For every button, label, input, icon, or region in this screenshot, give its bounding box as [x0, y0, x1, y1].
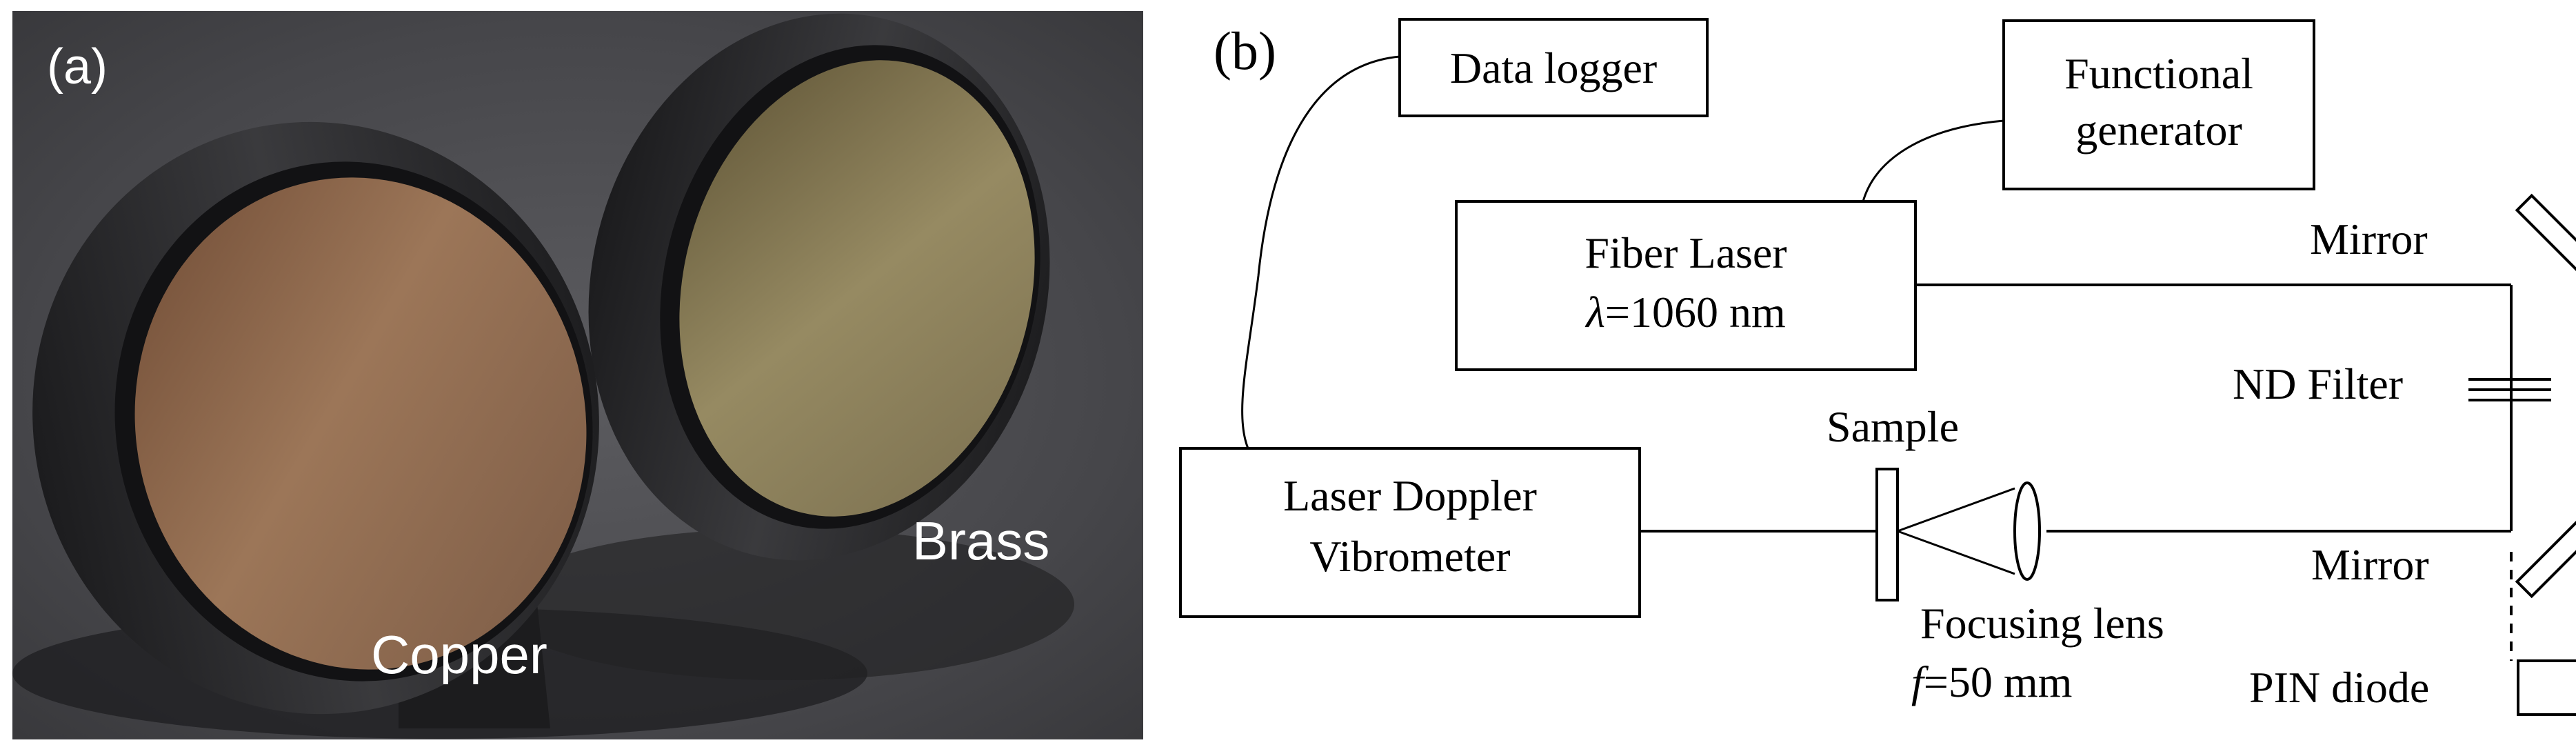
- pin-diode-label: PIN diode: [2249, 663, 2429, 712]
- sample-label: Sample: [1827, 402, 1959, 451]
- vibrometer-label-line1: Laser Doppler: [1283, 471, 1537, 520]
- copper-label: Copper: [371, 624, 547, 685]
- nd-filter-label: ND Filter: [2233, 359, 2403, 408]
- panel-b-label: (b): [1214, 21, 1276, 81]
- photo-panel: (a) Copper Brass: [12, 11, 1143, 739]
- generator-cable: [1862, 119, 2004, 202]
- copper-mount: [32, 121, 599, 728]
- mirror-bottom: [2515, 502, 2576, 599]
- lambda-symbol: λ: [1584, 288, 1605, 337]
- focus-cone-lower: [1897, 530, 2015, 575]
- vibrometer-label-line2: Vibrometer: [1309, 532, 1510, 581]
- mirror-bottom-label: Mirror: [2311, 540, 2429, 589]
- photo-illustration: (a) Copper Brass: [12, 11, 1143, 739]
- brass-mount: [588, 13, 1050, 561]
- fiber-laser-label-line1: Fiber Laser: [1584, 228, 1787, 277]
- focus-cone-upper: [1897, 487, 2015, 533]
- panel-a-label: (a): [47, 39, 108, 94]
- sample-plate: [1875, 468, 1899, 601]
- focal-length-value: =50 mm: [1924, 657, 2073, 706]
- wavelength-value: =1060 nm: [1605, 288, 1786, 337]
- functional-generator-label-line1: Functional: [2064, 49, 2253, 98]
- focusing-lens-label-line1: Focusing lens: [1920, 599, 2164, 648]
- data-logger-label: Data logger: [1450, 43, 1657, 92]
- logger-cable: [1241, 55, 1400, 449]
- functional-generator-box: [2002, 19, 2315, 190]
- mirror-top-label: Mirror: [2310, 215, 2428, 263]
- focusing-lens: [2013, 481, 2041, 581]
- fiber-laser-box: [1455, 200, 1917, 371]
- focusing-lens-label-line2: f=50 mm: [1911, 657, 2072, 706]
- data-logger-box: [1398, 18, 1709, 117]
- pin-diode-box: [2517, 659, 2576, 716]
- mirror-top: [2515, 193, 2576, 290]
- setup-diagram-panel: (b) Data logger Functional generator Fib…: [1165, 0, 2576, 753]
- fiber-laser-label-line2: λ=1060 nm: [1584, 288, 1786, 337]
- setup-diagram: (b) Data logger Functional generator Fib…: [1179, 18, 2576, 716]
- functional-generator-label-line2: generator: [2075, 106, 2242, 155]
- brass-label: Brass: [912, 510, 1049, 571]
